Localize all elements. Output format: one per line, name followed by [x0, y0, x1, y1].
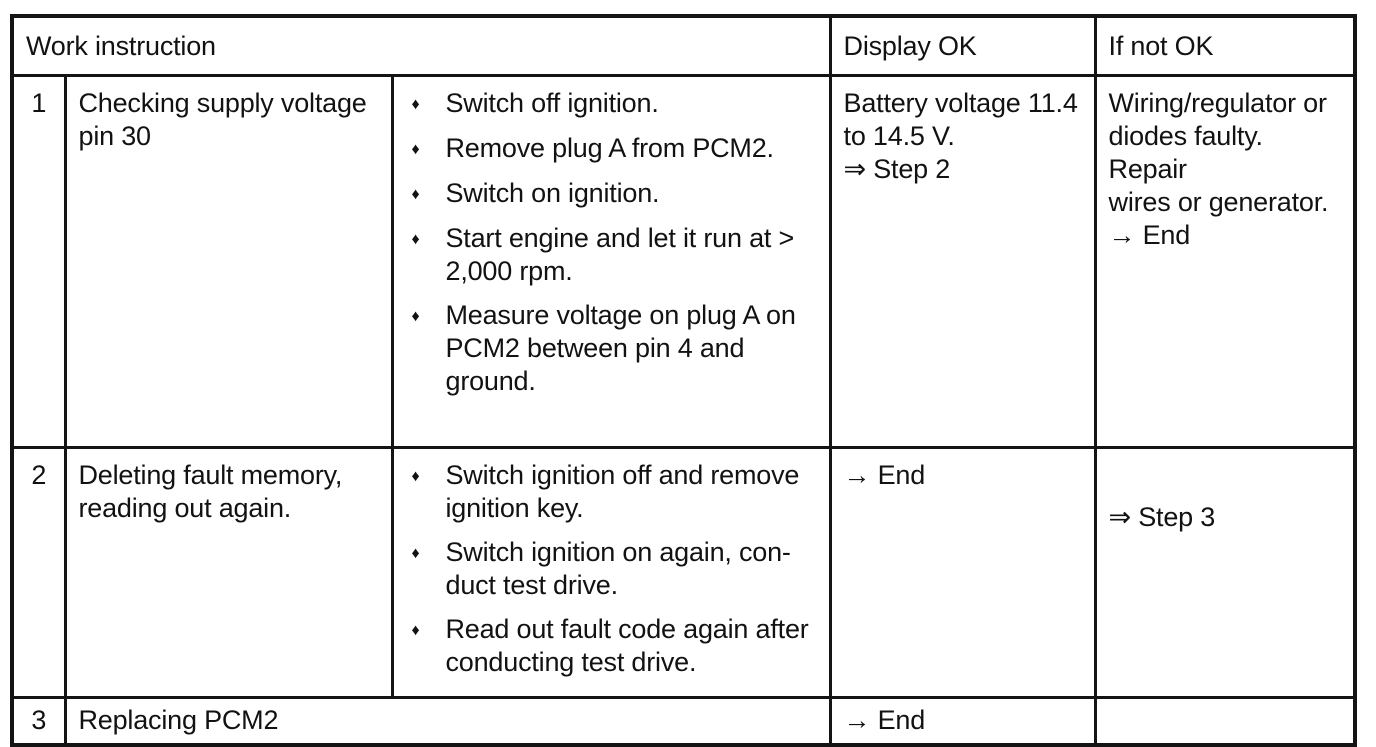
instruction-text: Switch ignition on again, con- duct test…: [445, 537, 791, 600]
instruction-bullet: ♦ Switch ignition on again, con- duct te…: [412, 536, 817, 602]
if-not-ok-cell: ⇒ Step 3: [1093, 446, 1357, 699]
instruction-text: Measure voltage on plug A on PCM2 betwee…: [445, 300, 796, 396]
display-ok-cell: → End: [828, 446, 1097, 699]
header-if-not-ok: If not OK: [1093, 14, 1357, 77]
instruction-text: Switch on ignition.: [445, 178, 660, 208]
step-title: Replacing PCM2: [63, 696, 832, 746]
step-number: 3: [10, 696, 67, 746]
display-ok-cell: Battery voltage 11.4 to 14.5 V. ⇒ Step 2: [828, 74, 1097, 449]
bullet-diamond-icon: ♦: [411, 231, 420, 248]
table-row: 2 Deleting fault memory, reading out aga…: [10, 446, 1357, 699]
if-not-ok-cell: Wiring/regulator or diodes faulty. Repai…: [1093, 74, 1357, 449]
step-instructions: ♦ Switch off ignition. ♦ Remove plug A f…: [390, 74, 832, 449]
instruction-text: Remove plug A from PCM2.: [445, 133, 775, 163]
bullet-diamond-icon: ♦: [411, 186, 420, 203]
step-number: 2: [10, 446, 67, 699]
bullet-diamond-icon: ♦: [411, 308, 420, 325]
instruction-bullet: ♦ Remove plug A from PCM2.: [412, 132, 817, 166]
display-ok-cell: → End: [828, 696, 1097, 746]
table-row: 1 Checking supply voltage pin 30 ♦ Switc…: [10, 74, 1357, 449]
table-row: 3 Replacing PCM2 → End: [10, 696, 1357, 746]
bullet-diamond-icon: ♦: [411, 468, 420, 485]
instruction-text: Switch off ignition.: [445, 88, 659, 118]
instruction-bullet: ♦ Switch off ignition.: [412, 87, 817, 121]
step-number: 1: [10, 74, 67, 449]
header-work-instruction-label: Work instruction: [26, 30, 216, 61]
step-title: Checking supply voltage pin 30: [63, 74, 394, 449]
header-display-ok-label: Display OK: [843, 30, 977, 61]
header-if-not-ok-label: If not OK: [1108, 30, 1214, 61]
if-not-ok-cell: [1093, 696, 1357, 746]
instruction-bullet: ♦ Switch on ignition.: [412, 177, 817, 211]
bullet-diamond-icon: ♦: [411, 141, 420, 158]
instruction-text: Read out fault code again after conducti…: [445, 614, 809, 677]
bullet-diamond-icon: ♦: [411, 622, 420, 639]
table-header-row: Work instruction Display OK If not OK: [10, 14, 1357, 77]
header-work-instruction: Work instruction: [10, 14, 832, 77]
bullet-diamond-icon: ♦: [411, 96, 420, 113]
instruction-text: Switch ignition off and remove ignition …: [445, 460, 800, 523]
instruction-bullet: ♦ Start engine and let it run at > 2,000…: [412, 222, 817, 288]
step-instructions: ♦ Switch ignition off and remove ignitio…: [390, 446, 832, 699]
header-display-ok: Display OK: [828, 14, 1097, 77]
work-instruction-table: Work instruction Display OK If not OK 1 …: [10, 14, 1358, 747]
bullet-diamond-icon: ♦: [411, 545, 420, 562]
instruction-bullet: ♦ Measure voltage on plug A on PCM2 betw…: [412, 299, 817, 398]
instruction-bullet: ♦ Read out fault code again after conduc…: [412, 613, 817, 679]
instruction-bullet: ♦ Switch ignition off and remove ignitio…: [412, 459, 817, 525]
instruction-text: Start engine and let it run at > 2,000 r…: [445, 223, 795, 286]
step-title: Deleting fault memory, reading out again…: [63, 446, 394, 699]
